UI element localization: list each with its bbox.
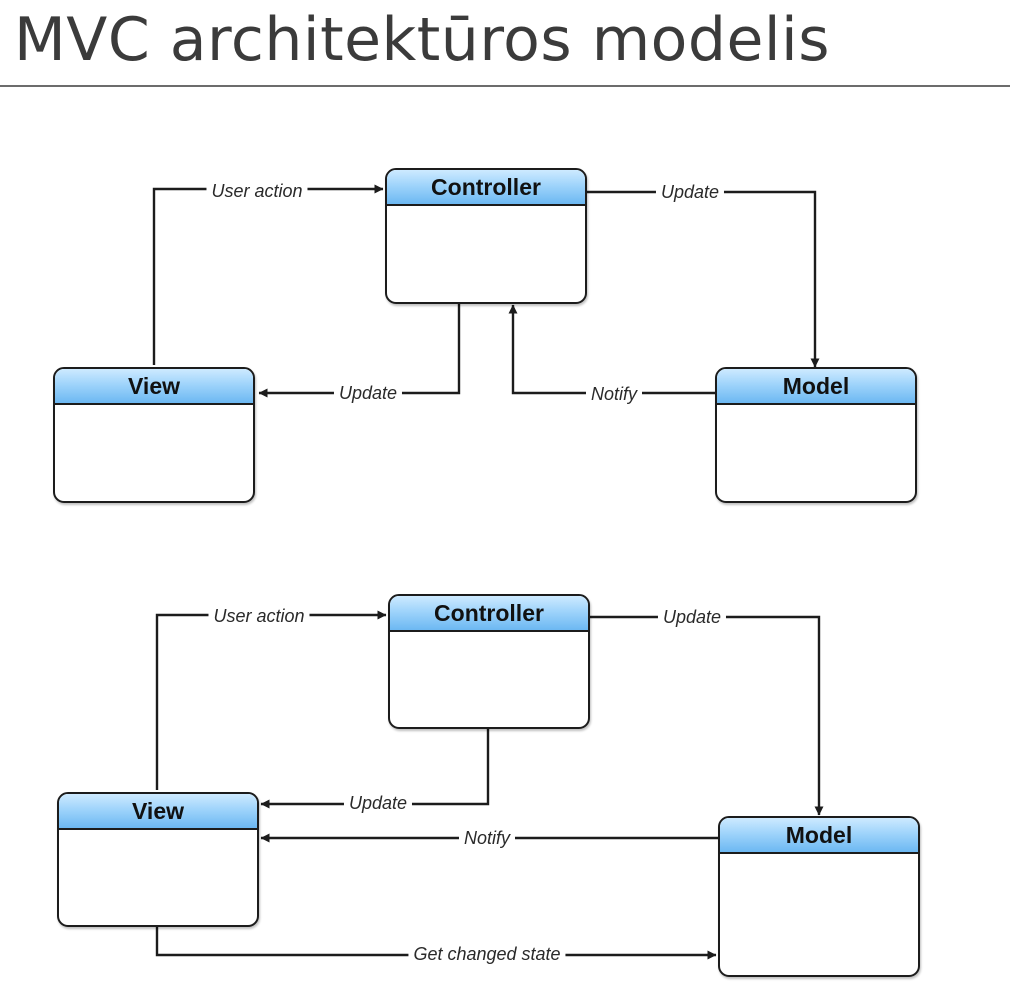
notify-label: Notify — [458, 827, 516, 849]
controller-to-model-update-arrow — [590, 615, 824, 816]
slide-title: MVC architektūros modelis — [14, 5, 830, 75]
user-action-arrow — [155, 610, 387, 790]
controller-header: Controller — [387, 170, 585, 206]
controller-to-view-update-label: Update — [343, 792, 413, 814]
model-box: Model — [718, 816, 920, 977]
title-divider — [0, 85, 1010, 87]
user-action-label: User action — [208, 605, 310, 627]
controller-to-view-update-arrow — [260, 728, 490, 809]
controller-to-model-update-label: Update — [655, 181, 725, 203]
model-box: Model — [715, 367, 917, 503]
notify-label: Notify — [585, 383, 643, 405]
mvc-diagram-1: Controller View Model User action Update… — [53, 168, 917, 503]
user-action-label: User action — [206, 180, 308, 202]
view-header: View — [59, 794, 257, 830]
controller-to-model-update-label: Update — [657, 606, 727, 628]
get-changed-state-label: Get changed state — [408, 943, 566, 965]
model-notify-arrow — [508, 304, 715, 395]
controller-box: Controller — [388, 594, 590, 729]
controller-header: Controller — [390, 596, 588, 632]
view-box: View — [53, 367, 255, 503]
view-box: View — [57, 792, 259, 927]
controller-to-view-update-arrow — [258, 303, 461, 398]
view-header: View — [55, 369, 253, 405]
model-header: Model — [720, 818, 918, 854]
controller-box: Controller — [385, 168, 587, 304]
model-header: Model — [717, 369, 915, 405]
controller-to-view-update-label: Update — [333, 382, 403, 404]
